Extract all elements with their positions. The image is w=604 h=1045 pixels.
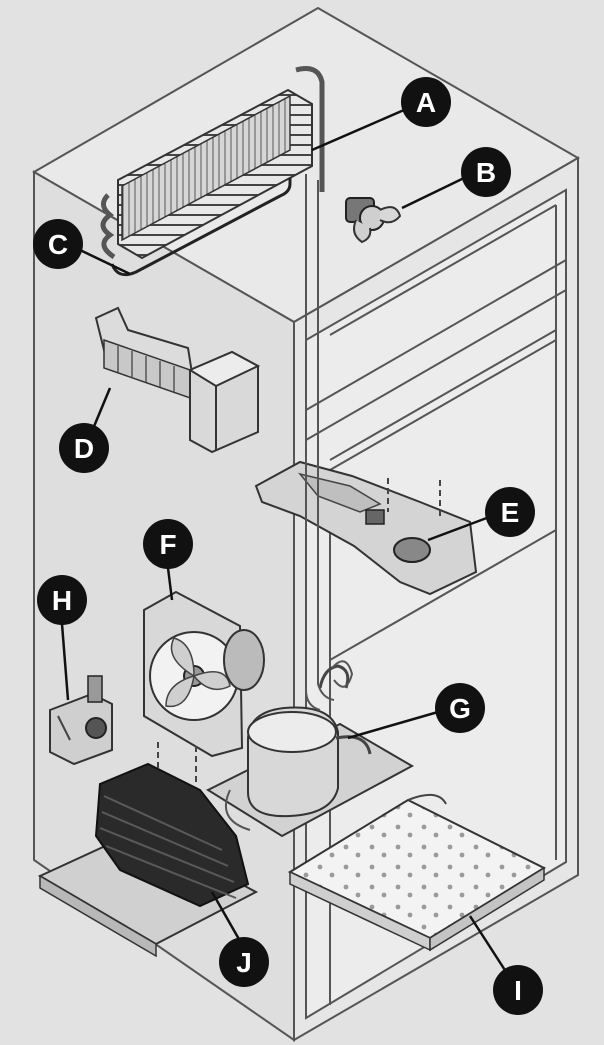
callout-b-label: B	[476, 157, 496, 188]
part-h-relay	[49, 675, 113, 766]
callout-e: E	[485, 487, 535, 537]
callout-g: G	[435, 683, 485, 733]
leader-lines	[60, 108, 512, 979]
tubing-lines	[225, 174, 354, 831]
callout-h-label: H	[52, 585, 72, 616]
callout-b: B	[461, 147, 511, 197]
callout-d: D	[59, 423, 109, 473]
callout-c: C	[33, 219, 83, 269]
callout-a-label: A	[416, 87, 436, 118]
callout-h: H	[37, 575, 87, 625]
part-i-drain-pan	[287, 793, 547, 952]
part-d-ice-maker	[94, 306, 261, 454]
part-e-fan-shroud	[254, 460, 478, 596]
callout-d-label: D	[74, 433, 94, 464]
callout-g-label: G	[449, 693, 471, 724]
part-f-condenser-fan	[143, 590, 265, 758]
callout-j: J	[219, 937, 269, 987]
callout-c-label: C	[48, 229, 68, 260]
part-a-evaporator	[100, 66, 325, 277]
part-j-condenser-coil	[94, 742, 250, 908]
callout-e-label: E	[501, 497, 520, 528]
callout-i: I	[493, 965, 543, 1015]
callout-i-label: I	[514, 975, 522, 1006]
callout-a: A	[401, 77, 451, 127]
part-g-compressor	[247, 664, 372, 818]
part-b-thermostat	[345, 197, 402, 244]
callout-f-label: F	[159, 529, 176, 560]
callout-j-label: J	[236, 947, 252, 978]
callout-f: F	[143, 519, 193, 569]
